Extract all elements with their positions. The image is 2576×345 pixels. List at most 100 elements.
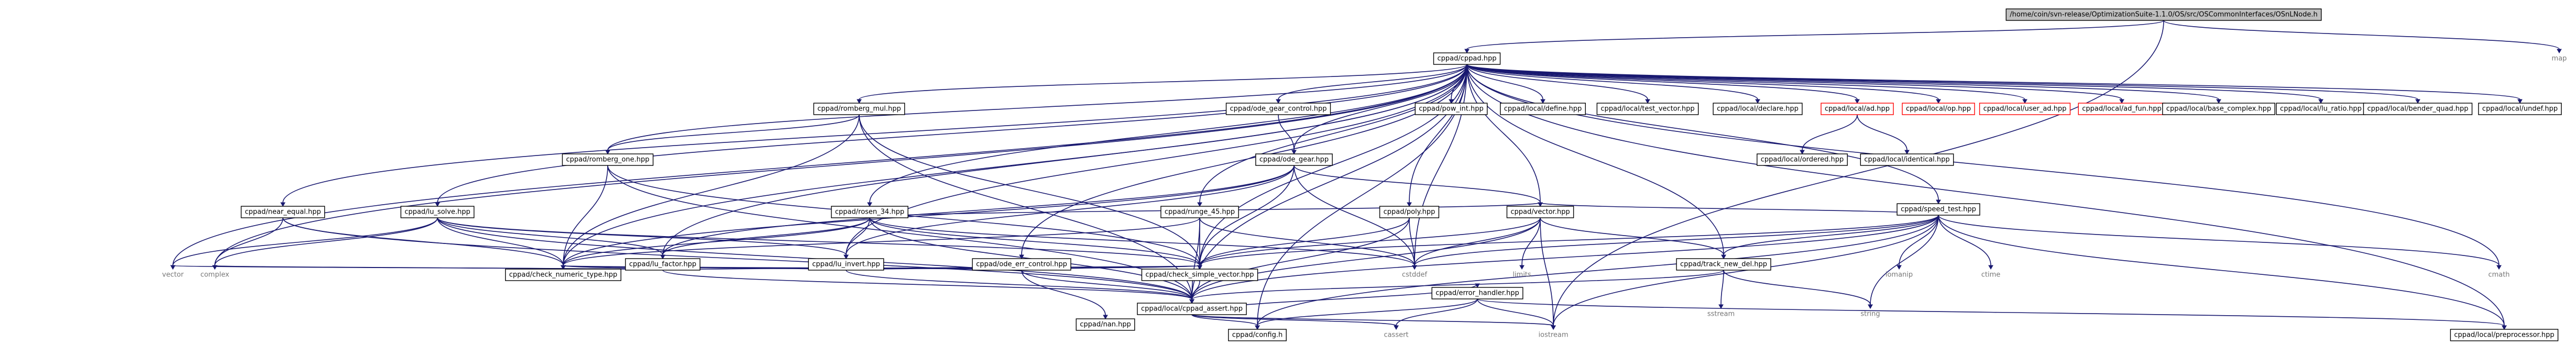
edge-error_handler-to-iostream <box>1477 298 1554 326</box>
node-cppad-assert[interactable]: cppad/local/cppad_assert.hpp <box>1137 303 1247 315</box>
edge-lu_factor-to-cppad_assert <box>662 270 1192 300</box>
edge-arrowhead-cppad_cppad-to-ad_fun <box>2119 99 2124 104</box>
edge-arrowhead-cppad_cppad-to-user_ad <box>2022 99 2027 104</box>
node-label: cppad/pow_int.hpp <box>1419 105 1483 113</box>
edge-cppad_vector-to-track_new_del <box>1540 217 1724 255</box>
edge-ode_err_control-to-cppad_assert <box>1021 270 1192 300</box>
node-ad[interactable]: cppad/local/ad.hpp <box>1821 103 1894 115</box>
edge-cppad_cppad-to-lu_solve <box>437 64 1467 203</box>
node-label: cppad/local/lu_ratio.hpp <box>2280 105 2362 113</box>
edge-cppad_cppad-to-rosen_34 <box>869 64 1467 203</box>
node-label: cppad/config.h <box>1232 331 1282 339</box>
node-ode-gear-control[interactable]: cppad/ode_gear_control.hpp <box>1225 103 1331 115</box>
edge-cppad_cppad-to-ad <box>1466 64 1858 100</box>
node-label: ctime <box>1981 271 2001 279</box>
edge-arrowhead-cppad_cppad-to-romberg_mul <box>857 99 862 104</box>
edge-lu_solve-to-check_simple_vector <box>437 217 1200 266</box>
node-lu-factor[interactable]: cppad/lu_factor.hpp <box>625 258 700 271</box>
edge-arrowhead-cppad_cppad-to-define <box>1540 99 1545 104</box>
edge-arrowhead-cppad_cppad-to-bender_quad <box>2415 99 2420 104</box>
node-iomanip: iomanip <box>1886 271 1913 279</box>
node-poly[interactable]: cppad/poly.hpp <box>1379 206 1440 218</box>
node-romberg-one[interactable]: cppad/romberg_one.hpp <box>562 153 654 166</box>
node-box <box>2162 103 2275 115</box>
node-box <box>1160 206 1239 218</box>
edge-arrowhead-cppad_cppad-to-test_vector <box>1645 99 1650 104</box>
edge-cppad_cppad-to-define <box>1466 64 1543 100</box>
node-runge-45[interactable]: cppad/runge_45.hpp <box>1160 206 1239 218</box>
edge-ode_gear-to-lu_invert <box>846 165 1295 255</box>
node-label: cppad/ode_gear_control.hpp <box>1230 105 1327 113</box>
node-ode-gear[interactable]: cppad/ode_gear.hpp <box>1255 153 1333 166</box>
node-identical[interactable]: cppad/local/identical.hpp <box>1860 153 1954 166</box>
node-check-simple-vector[interactable]: cppad/check_simple_vector.hpp <box>1141 269 1258 281</box>
node-ordered[interactable]: cppad/local/ordered.hpp <box>1757 153 1848 166</box>
node-ad-fun[interactable]: cppad/local/ad_fun.hpp <box>2078 103 2166 115</box>
edge-poly-to-cstddef <box>1409 217 1415 266</box>
node-near-equal[interactable]: cppad/near_equal.hpp <box>240 206 325 218</box>
node-box <box>1506 206 1574 218</box>
node-box <box>813 103 905 115</box>
edge-arrowhead-ode_err_control-to-nan <box>1103 315 1108 320</box>
node-cmath: cmath <box>2488 271 2509 279</box>
edge-cppad_vector-to-iostream <box>1540 217 1554 326</box>
node-cppad-cppad[interactable]: cppad/cppad.hpp <box>1433 52 1501 65</box>
node-label: cppad/lu_invert.hpp <box>812 261 880 269</box>
node-root[interactable]: /home/coin/svn-release/OptimizationSuite… <box>2005 8 2322 21</box>
node-box <box>1902 103 1975 115</box>
node-label: cppad/local/base_complex.hpp <box>2166 105 2271 113</box>
node-rosen-34[interactable]: cppad/rosen_34.hpp <box>831 206 908 218</box>
node-label: cppad/local/declare.hpp <box>1717 105 1799 113</box>
node-define[interactable]: cppad/local/define.hpp <box>1500 103 1586 115</box>
node-romberg-mul[interactable]: cppad/romberg_mul.hpp <box>813 103 905 115</box>
dependency-nodes: /home/coin/svn-release/OptimizationSuite… <box>162 8 2567 341</box>
edge-track_new_del-to-string <box>1723 270 1871 305</box>
node-nan[interactable]: cppad/nan.hpp <box>1076 318 1135 331</box>
node-declare[interactable]: cppad/local/declare.hpp <box>1713 103 1803 115</box>
node-ode-err-control[interactable]: cppad/ode_err_control.hpp <box>972 258 1071 271</box>
edge-cppad_vector-to-limits <box>1521 217 1541 266</box>
edge-cppad_cppad-to-ode_gear <box>1294 64 1467 151</box>
node-sstream: sstream <box>1707 310 1735 318</box>
node-op[interactable]: cppad/local/op.hpp <box>1902 103 1975 115</box>
node-label: cppad/local/define.hpp <box>1504 105 1582 113</box>
node-box <box>972 258 1071 271</box>
node-cppad-vector[interactable]: cppad/vector.hpp <box>1506 206 1574 218</box>
edge-speed_test-to-cppad_assert <box>1191 215 1939 300</box>
node-preprocessor[interactable]: cppad/local/preprocessor.hpp <box>2450 329 2559 341</box>
node-undef[interactable]: cppad/local/undef.hpp <box>2478 103 2562 115</box>
node-pow-int[interactable]: cppad/pow_int.hpp <box>1415 103 1488 115</box>
node-label: iostream <box>1538 331 1568 339</box>
node-vector: vector <box>162 271 184 279</box>
edge-arrowhead-track_new_del-to-sstream <box>1718 304 1724 309</box>
edge-track_new_del-to-cppad_assert <box>1191 270 1724 300</box>
node-config[interactable]: cppad/config.h <box>1228 329 1287 341</box>
edge-poly-to-cppad_assert <box>1191 217 1410 300</box>
edge-cppad_cppad-to-ode_err_control <box>1021 64 1467 255</box>
node-cassert: cassert <box>1384 331 1408 339</box>
node-speed-test[interactable]: cppad/speed_test.hpp <box>1897 203 1980 216</box>
node-iostream: iostream <box>1538 331 1568 339</box>
node-error-handler[interactable]: cppad/error_handler.hpp <box>1431 287 1523 299</box>
edge-cppad_cppad-to-user_ad <box>1466 64 2025 100</box>
node-lu-ratio[interactable]: cppad/local/lu_ratio.hpp <box>2276 103 2366 115</box>
node-box <box>625 258 700 271</box>
edge-cppad_assert-to-config <box>1191 314 1258 326</box>
node-check-numeric-type[interactable]: cppad/check_numeric_type.hpp <box>505 269 621 281</box>
node-user-ad[interactable]: cppad/local/user_ad.hpp <box>1979 103 2071 115</box>
node-label: vector <box>162 271 184 279</box>
edge-cppad_cppad-to-op <box>1466 64 1939 100</box>
edge-error_handler-to-cassert <box>1396 298 1478 326</box>
node-label: cppad/runge_45.hpp <box>1165 208 1235 216</box>
edge-root-to-cppad_cppad <box>1466 20 2164 50</box>
node-lu-solve[interactable]: cppad/lu_solve.hpp <box>400 206 475 218</box>
node-bender-quad[interactable]: cppad/local/bender_quad.hpp <box>2363 103 2473 115</box>
node-track-new-del[interactable]: cppad/track_new_del.hpp <box>1676 258 1771 271</box>
node-test-vector[interactable]: cppad/local/test_vector.hpp <box>1596 103 1699 115</box>
node-lu-invert[interactable]: cppad/lu_invert.hpp <box>808 258 884 271</box>
node-box <box>505 269 621 281</box>
node-box <box>2005 8 2322 21</box>
node-base-complex[interactable]: cppad/local/base_complex.hpp <box>2162 103 2275 115</box>
edge-cppad_cppad-to-vector <box>172 64 1467 266</box>
edge-poly-to-check_simple_vector <box>1199 217 1410 266</box>
